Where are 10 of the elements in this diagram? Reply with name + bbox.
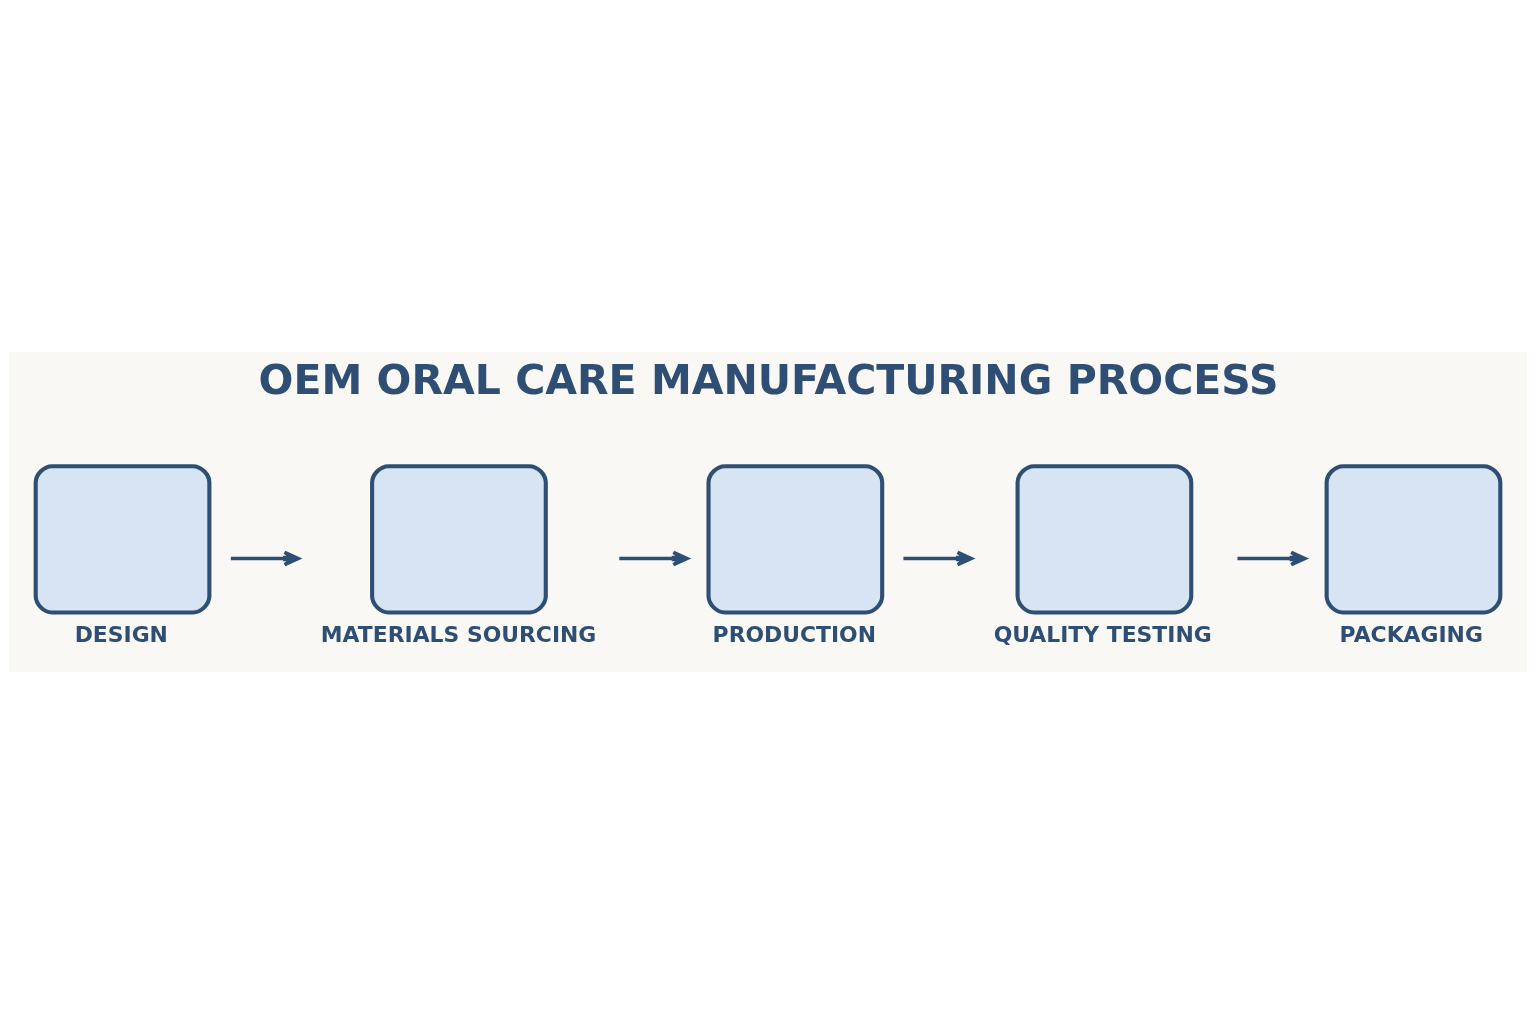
arrow (619, 550, 689, 567)
node-label: QUALITY TESTING (993, 621, 1212, 647)
node-label: DESIGN (74, 621, 168, 647)
arrow (1237, 550, 1307, 567)
arrow (903, 550, 974, 567)
arrow (230, 550, 301, 567)
diagram-title: OEM ORAL CARE MANUFACTURING PROCESS (258, 356, 1279, 405)
node-label: PRODUCTION (712, 621, 877, 647)
node-label: PACKAGING (1339, 621, 1483, 647)
node-label: MATERIALS SOURCING (320, 621, 597, 647)
